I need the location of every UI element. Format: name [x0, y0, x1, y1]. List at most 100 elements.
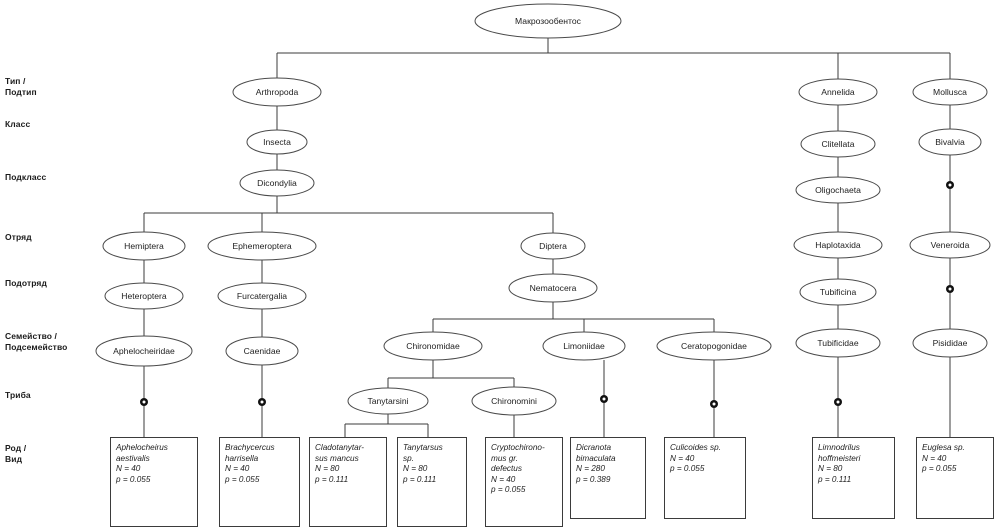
leaf-p-value: p = 0.055: [116, 474, 151, 484]
leaf-species-name: Cladotanytar- sus mancus: [315, 443, 365, 463]
rank-label-genus: Род / Вид: [5, 443, 27, 464]
node-chironomini[interactable]: Chironomini: [471, 386, 557, 416]
node-ellipse: [795, 328, 881, 358]
node-bivalvia[interactable]: Bivalvia: [918, 128, 982, 156]
node-mollusca[interactable]: Mollusca: [912, 78, 988, 106]
node-label: Diptera: [539, 241, 567, 251]
node-label: Mollusca: [933, 87, 967, 97]
node-label: Annelida: [821, 87, 855, 97]
rank-label-tribe: Триба: [5, 390, 31, 400]
rank-skip-marker-center: [948, 183, 952, 187]
node-ellipse: [471, 386, 557, 416]
node-nematocera[interactable]: Nematocera: [508, 273, 598, 303]
leaf-p-value: p = 0.055: [670, 464, 705, 474]
node-label: Heteroptera: [121, 291, 167, 301]
node-label: Hemiptera: [124, 241, 164, 251]
node-hemiptera[interactable]: Hemiptera: [102, 231, 186, 261]
node-ellipse: [800, 130, 876, 158]
node-ellipse: [217, 282, 307, 310]
edge-layer: [143, 38, 951, 437]
node-ellipse: [508, 273, 598, 303]
node-limoniidae[interactable]: Limoniidae: [542, 331, 626, 361]
node-ellipse: [207, 231, 317, 261]
node-ellipse: [474, 3, 622, 39]
rank-label-family: Семейство / Подсемейство: [5, 331, 68, 352]
rank-skip-marker-center: [142, 400, 146, 404]
node-label: Arthropoda: [256, 87, 299, 97]
leaf-sample-size: N = 40: [922, 453, 947, 463]
node-label: Caenidae: [244, 346, 281, 356]
node-label: Oligochaeta: [815, 185, 861, 195]
node-pisididae[interactable]: Pisididae: [912, 328, 988, 358]
leaf-sample-size: N = 280: [576, 464, 605, 474]
node-tanytarsini[interactable]: Tanytarsini: [347, 387, 429, 415]
node-ellipse: [912, 328, 988, 358]
node-label: Chironomidae: [406, 341, 460, 351]
leaf-sample-size: N = 80: [403, 464, 428, 474]
node-ellipse: [795, 176, 881, 204]
leaf-species-name: Brachycercus harrisella: [225, 443, 275, 463]
node-tubificidae[interactable]: Tubificidae: [795, 328, 881, 358]
node-ellipse: [102, 231, 186, 261]
node-clitellata[interactable]: Clitellata: [800, 130, 876, 158]
node-haplotaxida[interactable]: Haplotaxida: [793, 231, 883, 259]
rank-skip-marker-center: [712, 402, 716, 406]
node-tubificina[interactable]: Tubificina: [799, 278, 877, 306]
marker-layer: [140, 181, 954, 408]
leaf-sample-size: N = 40: [670, 453, 695, 463]
leaf-sample-size: N = 80: [818, 464, 843, 474]
node-arthropoda[interactable]: Arthropoda: [232, 77, 322, 107]
leaf-p-value: p = 0.055: [225, 474, 260, 484]
node-oligochaeta[interactable]: Oligochaeta: [795, 176, 881, 204]
node-ephemeroptera[interactable]: Ephemeroptera: [207, 231, 317, 261]
node-label: Nematocera: [530, 283, 577, 293]
node-caenidae[interactable]: Caenidae: [225, 336, 299, 366]
rank-label-subclass: Подкласс: [5, 172, 47, 182]
node-dicondylia[interactable]: Dicondylia: [239, 169, 315, 197]
leaf-species-name: Dicranota bimaculata: [576, 443, 616, 463]
node-ellipse: [104, 282, 184, 310]
node-insecta[interactable]: Insecta: [246, 129, 308, 155]
leaf-species-name: Tanytarsus sp.: [403, 443, 443, 463]
leaf-p-value: p = 0.111: [403, 474, 437, 484]
node-label: Ephemeroptera: [232, 241, 291, 251]
node-diptera[interactable]: Diptera: [520, 232, 586, 260]
leaf-species-name: Limnodrilus hoffmeisteri: [818, 443, 861, 463]
node-ceratopogonidae[interactable]: Ceratopogonidae: [656, 331, 772, 361]
leaf-p-value: p = 0.055: [922, 464, 957, 474]
node-label: Veneroida: [931, 240, 970, 250]
node-furcatergalia[interactable]: Furcatergalia: [217, 282, 307, 310]
leaf-sample-size: N = 80: [315, 464, 340, 474]
node-veneroida[interactable]: Veneroida: [909, 231, 991, 259]
leaf-species-name: Culicoides sp.: [670, 443, 721, 452]
node-ellipse: [383, 331, 483, 361]
node-ellipse: [798, 78, 878, 106]
node-ellipse: [347, 387, 429, 415]
node-layer: МакрозообентосArthropodaInsectaDicondyli…: [95, 3, 991, 416]
node-label: Ceratopogonidae: [681, 341, 747, 351]
leaf-p-value: p = 0.111: [315, 474, 349, 484]
leaf-sample-size: N = 40: [116, 464, 141, 474]
node-label: Furcatergalia: [237, 291, 287, 301]
node-ellipse: [232, 77, 322, 107]
node-aphelocheiridae[interactable]: Aphelocheiridae: [95, 335, 193, 367]
node-label: Tubificidae: [817, 338, 858, 348]
node-annelida[interactable]: Annelida: [798, 78, 878, 106]
node-heteroptera[interactable]: Heteroptera: [104, 282, 184, 310]
rank-skip-marker-center: [836, 400, 840, 404]
node-ellipse: [520, 232, 586, 260]
node-macrozoobenthos[interactable]: Макрозообентос: [474, 3, 622, 39]
leaf-p-value: p = 0.111: [818, 474, 852, 484]
leaf-species-name: Euglesa sp.: [922, 443, 965, 452]
node-chironomidae[interactable]: Chironomidae: [383, 331, 483, 361]
